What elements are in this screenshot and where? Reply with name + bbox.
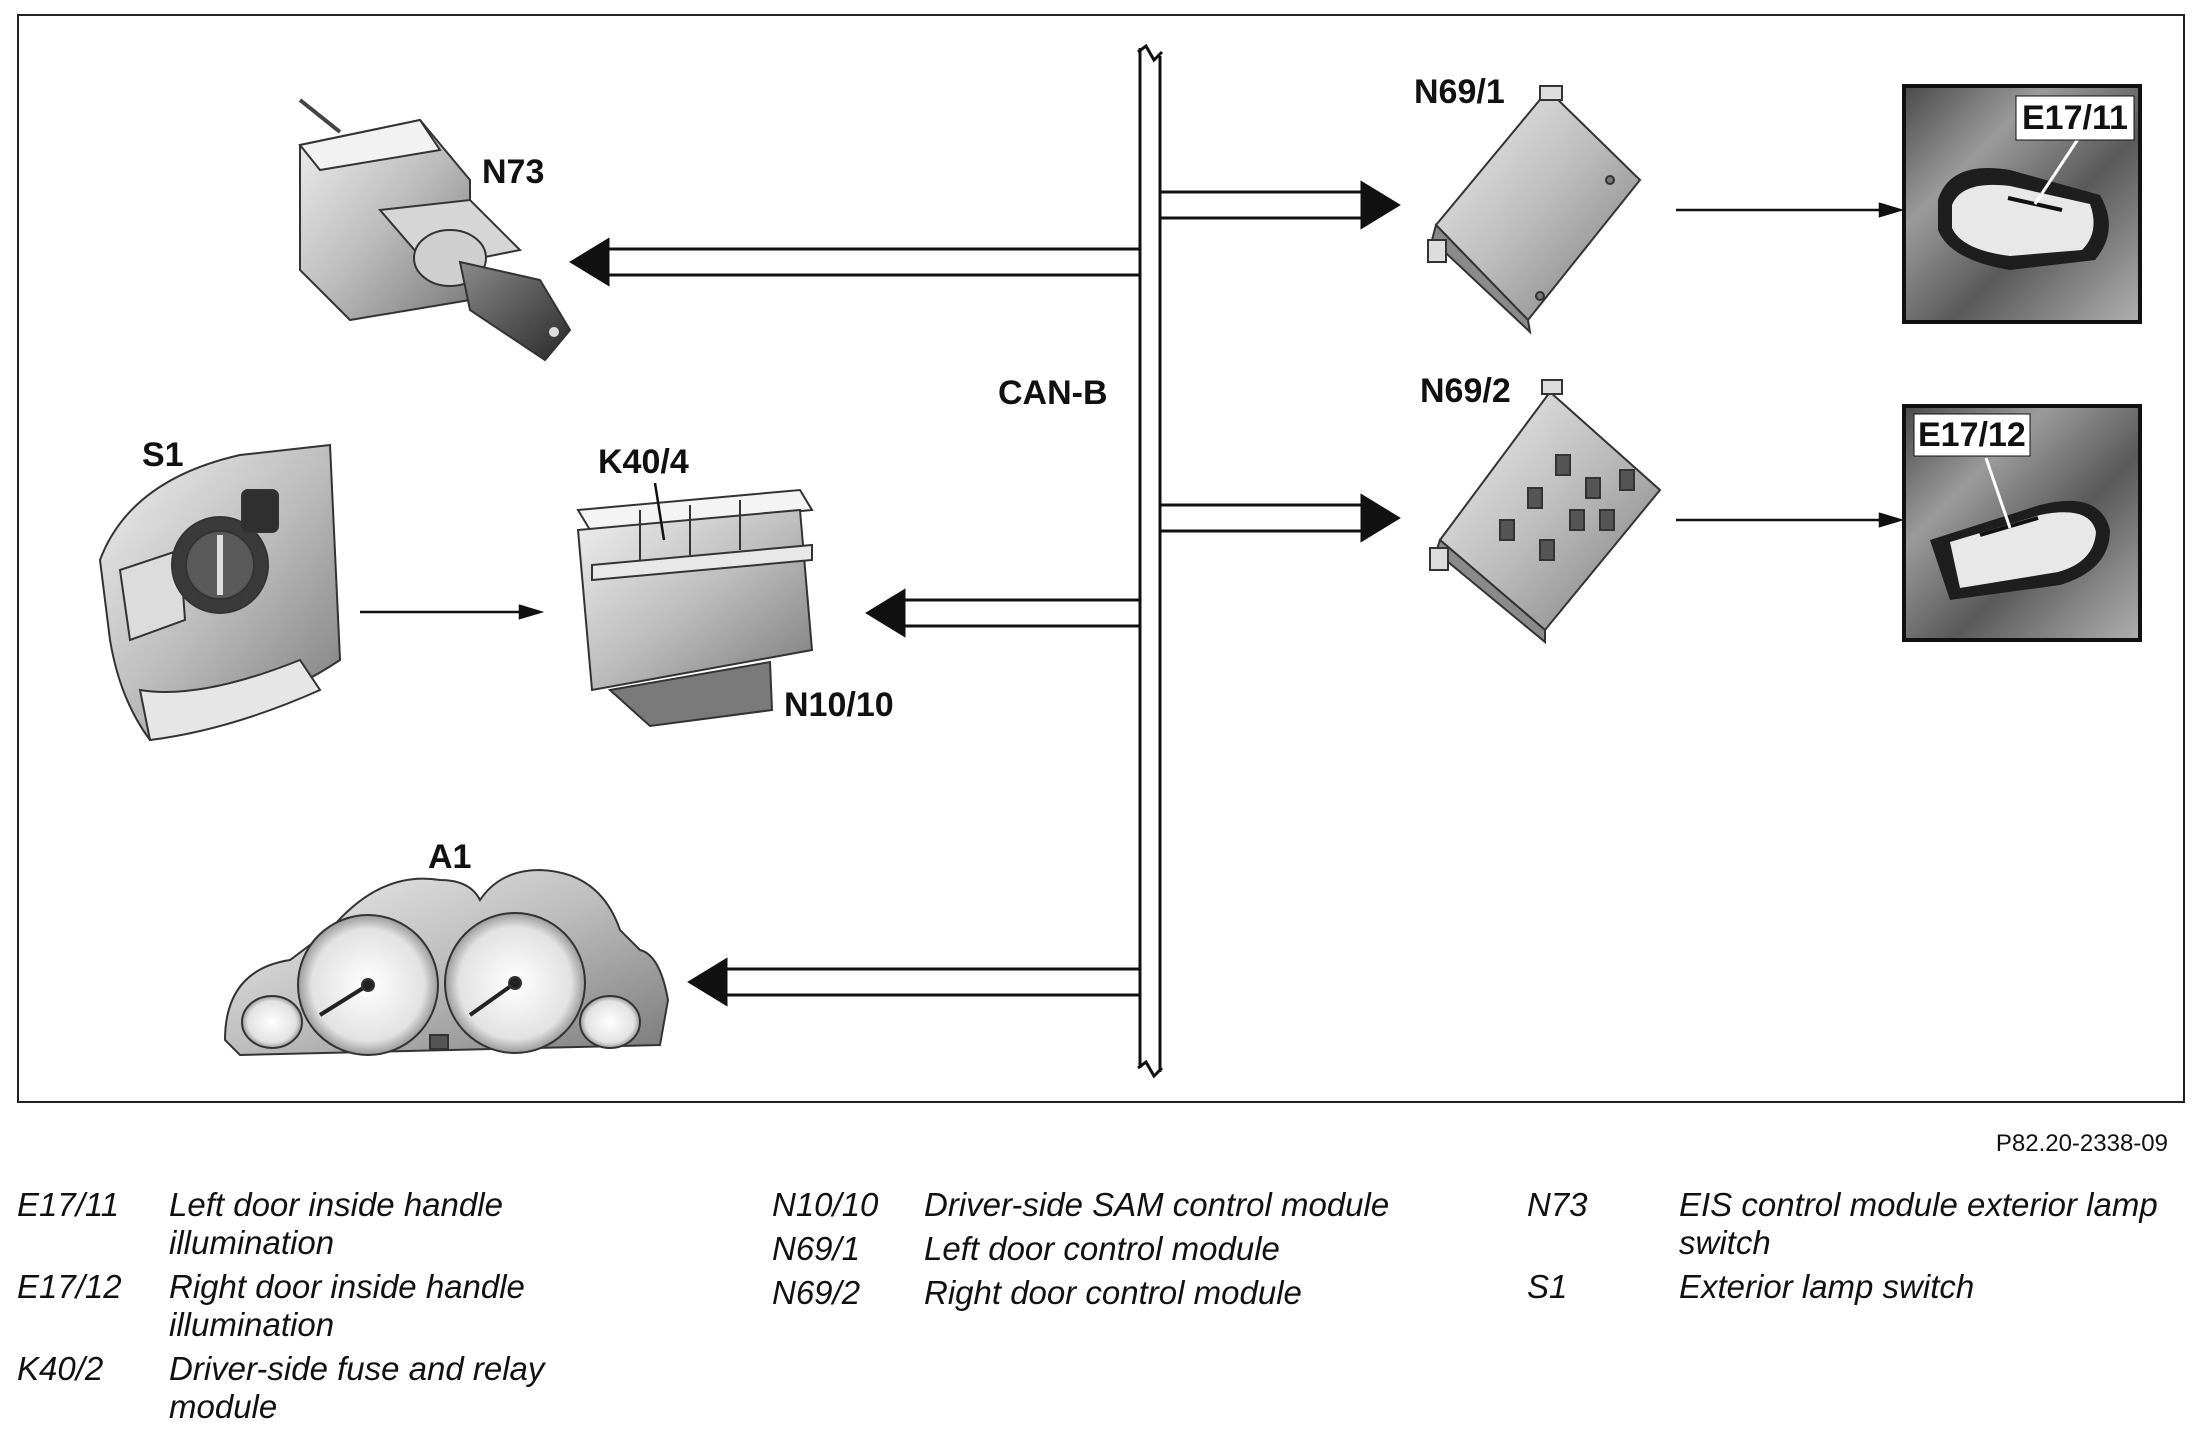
legend-item: N10/10 Driver-side SAM control module [772,1186,1512,1224]
label-s1: S1 [142,436,184,474]
label-e17-12: E17/12 [1918,416,2026,454]
legend-item: N69/1 Left door control module [772,1230,1512,1268]
legend-description: Right door inside handle illumination [169,1268,525,1343]
legend-code: E17/11 [17,1186,120,1223]
legend-column-1: E17/11 Left door inside handle illuminat… [17,1186,577,1432]
arrow-to-a1 [726,967,1140,997]
label-n10-10: N10/10 [784,686,894,724]
e17-11-left-door-handle-illumination-image [1902,84,2142,324]
label-can-b: CAN-B [998,374,1108,412]
arrow-to-n69-2 [1160,503,1362,533]
signal-arrows [360,202,1905,620]
legend-item: E17/11 Left door inside handle illuminat… [17,1186,577,1262]
arrow-head-n69-2 [1360,493,1401,543]
diagram-frame [17,14,2185,1103]
legend-item: N73 EIS control module exterior lamp swi… [1527,1186,2187,1262]
legend-description: Left door inside handle illumination [169,1186,503,1261]
legend-description: Right door control module [924,1274,1302,1311]
s1-exterior-lamp-switch-image [98,443,342,742]
arrow-head-n73 [569,237,610,287]
arrow-head-a1 [687,957,728,1007]
label-n69-2: N69/2 [1420,372,1511,410]
legend-code: S1 [1527,1268,1568,1305]
can-b-bus [1137,43,1164,1079]
legend-item: K40/2 Driver-side fuse and relay module [17,1350,577,1426]
label-n69-1: N69/1 [1414,73,1505,111]
label-a1: A1 [428,838,471,876]
legend-description: Driver-side SAM control module [924,1186,1390,1223]
arrow-to-n73 [608,247,1140,277]
arrow-to-n10-10 [904,598,1140,628]
legend-code: N10/10 [772,1186,879,1223]
legend-code: N69/2 [772,1274,861,1311]
legend-code: E17/12 [17,1268,122,1305]
legend-code: N69/1 [772,1230,861,1267]
figure-reference: P82.20-2338-09 [1995,1130,2168,1157]
arrow-to-n69-1 [1160,190,1362,220]
e17-12-right-door-handle-illumination-image [1902,404,2142,642]
n69-2-right-door-control-module-image [1429,379,1662,645]
arrow-head-n10-10 [865,588,906,638]
legend-description: Left door control module [924,1230,1280,1267]
label-e17-11: E17/11 [2022,99,2128,137]
label-n73: N73 [482,153,544,191]
legend-code: N73 [1527,1186,1588,1223]
legend-code: K40/2 [17,1350,104,1387]
label-k40-4: K40/4 [598,443,689,481]
legend-description: Exterior lamp switch [1679,1268,1975,1305]
legend-description: EIS control module exterior lamp switch [1679,1186,2158,1261]
arrow-head-n69-1 [1360,180,1401,230]
n69-1-left-door-control-module-image [1427,85,1642,335]
n73-ignition-switch-image [298,98,572,362]
legend-item: S1 Exterior lamp switch [1527,1268,2187,1306]
k40-4-n10-10-sam-module-image [576,482,814,728]
legend-item: N69/2 Right door control module [772,1274,1512,1312]
legend-description: Driver-side fuse and relay module [169,1350,545,1425]
legend-column-3: N73 EIS control module exterior lamp swi… [1527,1186,2187,1312]
legend-item: E17/12 Right door inside handle illumina… [17,1268,577,1344]
a1-instrument-cluster-image [223,868,670,1057]
bus-arrows [569,180,1401,1007]
diagram: N73 S1 K40/4 N10/10 A1 CAN-B N69/1 N69/2… [17,14,2185,1103]
legend-column-2: N10/10 Driver-side SAM control module N6… [772,1186,1512,1318]
